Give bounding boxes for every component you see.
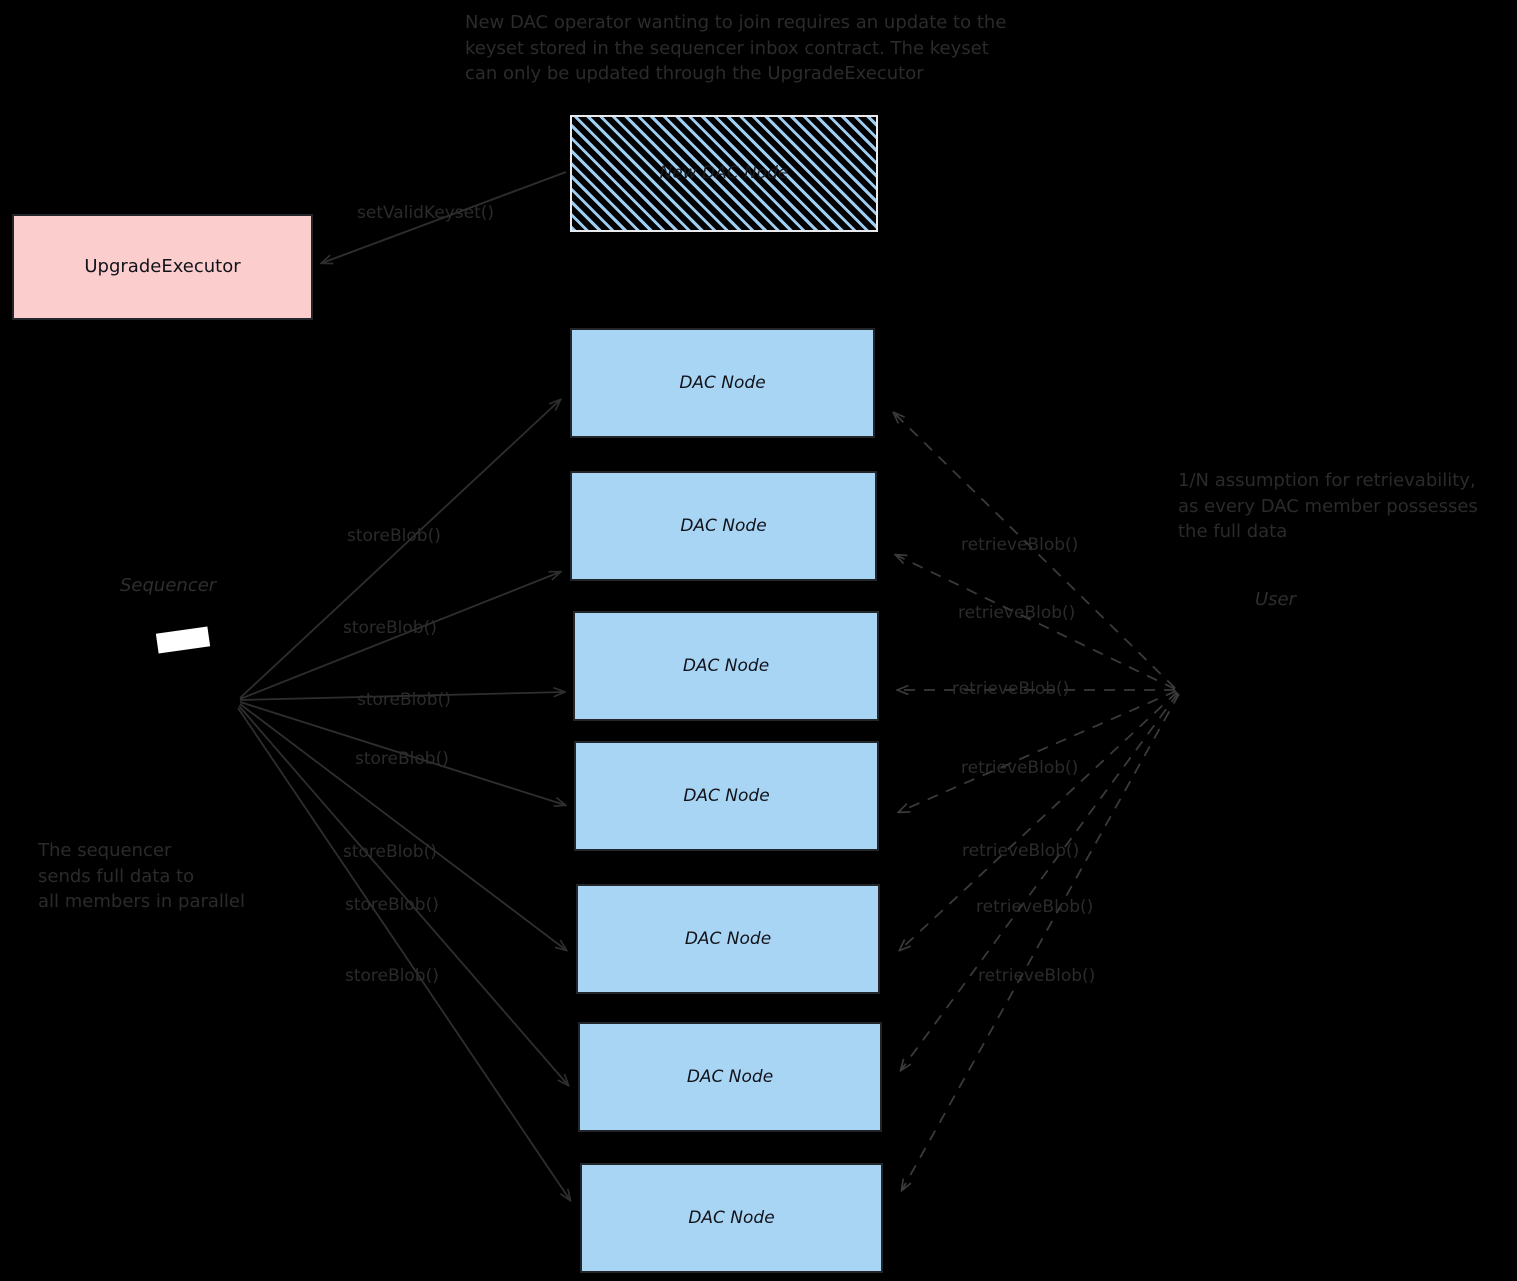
edge-retrieve-blob-group [894,413,1180,1190]
node-dac-node-1[interactable]: DAC Node [570,328,875,438]
node-dac-node-4[interactable]: DAC Node [574,741,879,851]
edge-store-blob-group [237,400,570,1200]
node-dac-node-7[interactable]: DAC Node [580,1163,883,1273]
node-dac-node-2[interactable]: DAC Node [570,471,877,581]
node-dac-node-5[interactable]: DAC Node [576,884,880,994]
edge-label-store-blob-1: storeBlob() [347,526,441,546]
node-dac-node-6[interactable]: DAC Node [578,1022,882,1132]
edge-label-retrieve-blob-2: retrieveBlob() [958,603,1076,623]
annotation-right-note: 1/N assumption for retrievability, as ev… [1178,470,1478,543]
edge-label-retrieve-blob-3: retrieveBlob() [952,679,1070,699]
node-upgrade-executor[interactable]: UpgradeExecutor [12,214,313,320]
edge-label-store-blob-2: storeBlob() [343,618,437,638]
node-user-label: User [1255,589,1297,610]
edge-label-retrieve-blob-1: retrieveBlob() [961,535,1079,555]
database-icon [155,626,211,654]
edge-label-store-blob-6: storeBlob() [345,895,439,915]
edge-label-store-blob-7: storeBlob() [345,966,439,986]
node-sequencer-label: Sequencer [120,575,217,596]
edge-label-store-blob-5: storeBlob() [343,842,437,862]
edge-label-retrieve-blob-4: retrieveBlob() [961,758,1079,778]
edge-label-store-blob-3: storeBlob() [357,690,451,710]
edge-store-blob-7 [237,707,570,1200]
edge-store-blob-1 [239,400,560,699]
edge-label-set-valid-keyset: setValidKeyset() [357,203,495,223]
edge-retrieve-blob-4 [899,690,1177,812]
node-new-dac-node[interactable]: New DAC Node [570,115,878,232]
node-dac-node-3[interactable]: DAC Node [573,611,879,721]
edge-label-retrieve-blob-5: retrieveBlob() [962,841,1080,861]
edge-label-store-blob-4: storeBlob() [355,749,449,769]
edge-retrieve-blob-6 [901,692,1179,1070]
annotation-left-note: The sequencer sends full data to all mem… [38,840,245,913]
edge-label-retrieve-blob-7: retrieveBlob() [978,966,1096,986]
edge-label-retrieve-blob-6: retrieveBlob() [976,897,1094,917]
annotation-top-note: New DAC operator wanting to join require… [465,12,1007,85]
